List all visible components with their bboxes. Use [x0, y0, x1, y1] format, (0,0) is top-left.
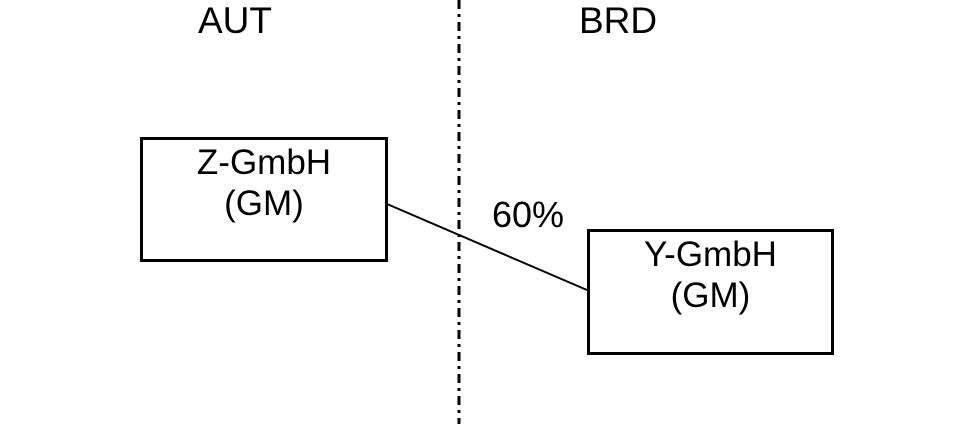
region-label-aut: AUT — [198, 0, 272, 41]
node-name: Y-GmbH — [644, 235, 777, 274]
node-subtitle: (GM) — [670, 276, 751, 315]
node-subtitle: (GM) — [224, 184, 304, 223]
node-name: Z-GmbH — [196, 143, 332, 182]
ownership-percentage-label: 60% — [491, 194, 565, 235]
node-z-gmbh: Z-GmbH (GM) — [140, 137, 388, 262]
node-y-gmbh: Y-GmbH (GM) — [587, 229, 834, 355]
ownership-edge-line — [386, 203, 588, 291]
region-label-brd: BRD — [578, 0, 658, 41]
